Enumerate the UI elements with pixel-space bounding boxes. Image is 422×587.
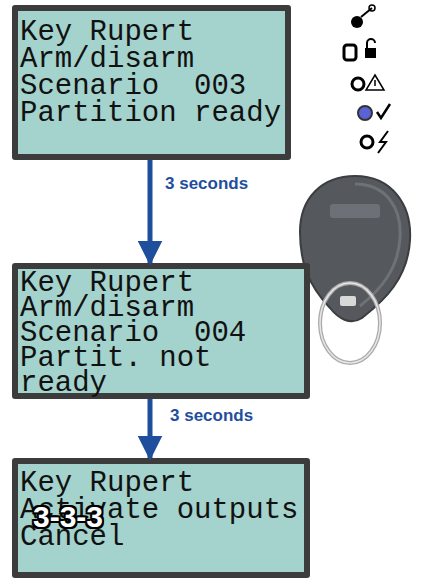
lcd-screen: Key RupertArm/disarmScenario 004Partit. … (12, 263, 310, 399)
display-line: Key Rupert (20, 19, 285, 46)
display-line: Partition ready (20, 100, 285, 127)
lcd-screen: Key RupertArm/disarmScenario 003Partitio… (12, 5, 291, 160)
display-line: Scenario 004 (20, 321, 304, 346)
edge-label: 3 seconds (165, 174, 248, 194)
display-line: Arm/disarm (20, 46, 285, 73)
power-icon (361, 131, 388, 153)
overlay-label: 3-3-3 (33, 500, 103, 534)
transition-arrow (148, 160, 153, 263)
key-icon (351, 5, 375, 28)
display-line: Arm/disarm (20, 296, 304, 321)
lock-icon (344, 39, 376, 60)
key-fob (300, 176, 410, 363)
display-line: Key Rupert (20, 470, 304, 497)
transition-arrow (148, 399, 153, 458)
edge-label: 3 seconds (170, 406, 253, 426)
warning-icon (352, 75, 384, 90)
display-line: Partit. not ready (20, 346, 304, 396)
ready-icon (358, 104, 390, 120)
display-line: Key Rupert (20, 271, 304, 296)
display-line: Scenario 003 (20, 73, 285, 100)
